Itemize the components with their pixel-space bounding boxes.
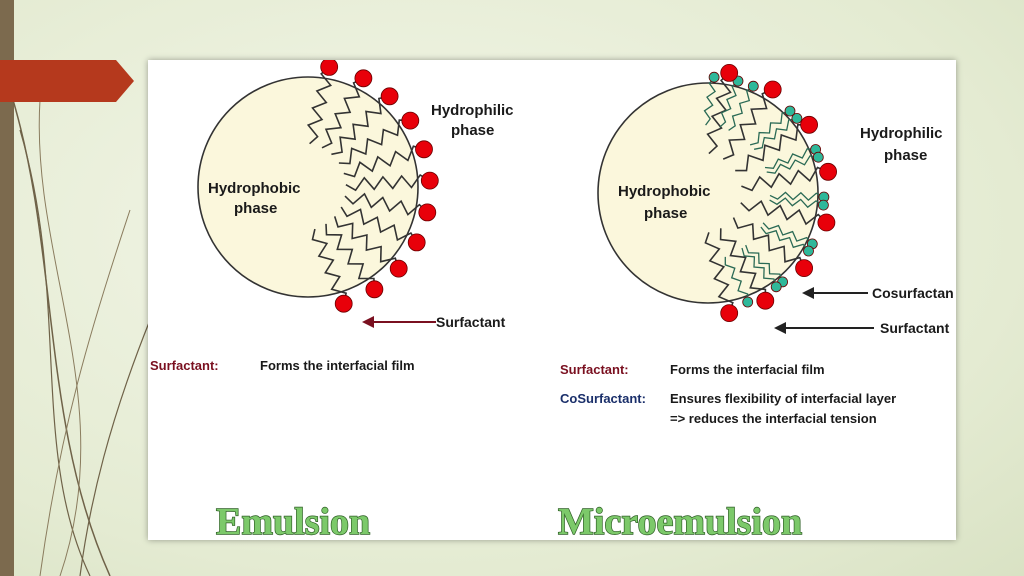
hydrophilic-label-line1: Hydrophilic — [860, 125, 943, 142]
hydrophobic-droplet — [597, 82, 819, 304]
surfactant-head — [763, 80, 782, 99]
title-arrow-shape — [0, 60, 134, 102]
surfactant-head — [817, 213, 836, 232]
cosurfactant-tail — [769, 197, 824, 209]
surfactant-tail — [321, 77, 364, 149]
cosurfactant-tail — [745, 244, 784, 283]
surfactant-tail — [719, 228, 767, 301]
surfactant-head — [380, 87, 399, 106]
surfactant-head — [819, 162, 837, 181]
surfactant-head — [720, 63, 739, 82]
definition-text: Forms the interfacial film — [260, 358, 415, 373]
cosurfactant-tail — [703, 76, 717, 126]
hydrophobic-label-line2: phase — [234, 200, 277, 217]
cosurfactant-tail — [719, 80, 739, 128]
emulsion-diagram: Hydrophilic phase Hydrophobic phase Surf… — [150, 60, 514, 540]
surfactant-head — [354, 69, 373, 88]
surfactant-tail — [735, 124, 810, 172]
cosurfactant-tail — [749, 110, 791, 146]
surfactant-head — [415, 140, 433, 159]
cosurfactant-arrow-label: Cosurfactan — [872, 285, 954, 301]
diagram-panel: Hydrophilic phase Hydrophobic phase Surf… — [148, 60, 956, 540]
cosurfactant-heads — [708, 71, 830, 308]
cosurfactant-tail — [762, 222, 813, 245]
cosurfactant-tail — [760, 226, 810, 252]
cosurfactant-head — [747, 80, 759, 92]
cosurfactant-tails — [703, 76, 825, 303]
cosurfactant-tail — [764, 148, 816, 169]
hydrophilic-label-line2: phase — [451, 122, 494, 139]
surfactant-tail — [343, 145, 425, 178]
cosurfactant-head — [742, 296, 754, 308]
hydrophobic-label-line1: Hydrophobic — [618, 183, 711, 200]
microemulsion-diagram: Hydrophilic phase Hydrophobic phase Cosu… — [557, 63, 954, 540]
surfactant-arrow-label: Surfactant — [436, 314, 506, 330]
cosurfactant-head — [784, 105, 796, 117]
surfactant-tail — [732, 217, 805, 269]
definition-term: Surfactant: — [150, 358, 219, 373]
surfactant-tails — [704, 72, 829, 314]
cosurfactant-head — [803, 245, 814, 257]
cosurfactant-head — [818, 199, 829, 211]
surfactant-head — [365, 280, 384, 299]
surfactant-tail — [331, 95, 390, 156]
surfactant-head — [389, 259, 408, 278]
surfactant-tail — [722, 88, 774, 160]
surfactant-head — [756, 291, 775, 310]
decorative-curves — [9, 89, 151, 576]
cosurfactant-head — [791, 113, 803, 124]
cosurfactant-tail — [728, 85, 754, 131]
cosurfactant-tail — [753, 117, 798, 150]
surfactant-head — [720, 304, 739, 323]
surfactant-tail — [340, 206, 418, 243]
surfactant-arrowhead — [362, 316, 374, 328]
surfactant-head — [401, 111, 420, 130]
surfactant-tails — [306, 66, 431, 304]
surfactant-head — [334, 294, 353, 313]
cosurfactant-tail — [769, 191, 825, 201]
surfactant-tail — [741, 166, 829, 192]
cosurfactant-head — [708, 71, 720, 83]
hydrophobic-droplet — [197, 76, 419, 298]
definition-term-surfactant: Surfactant: — [560, 362, 629, 377]
definition-text-surfactant: Forms the interfacial film — [670, 362, 825, 377]
surfactant-tail — [311, 228, 348, 304]
surfactant-tail — [740, 199, 827, 226]
hydrophobic-label-line1: Hydrophobic — [208, 180, 301, 197]
surfactant-arrow-label: Surfactant — [880, 320, 950, 336]
hydrophilic-label-line2: phase — [884, 147, 927, 164]
surfactant-tail — [325, 223, 376, 290]
surfactant-tail — [704, 232, 734, 314]
cosurfactant-tail — [724, 256, 749, 303]
surfactant-head — [800, 115, 818, 134]
surfactant-tail — [344, 192, 428, 216]
surfactant-heads — [320, 60, 439, 313]
hydrophilic-label-line1: Hydrophilic — [431, 102, 514, 119]
definition-text-cosurfactant-line2: => reduces the interfacial tension — [670, 411, 877, 426]
surfactant-tail — [338, 119, 411, 165]
left-accent-bar — [0, 0, 14, 576]
cosurfactant-head — [812, 151, 824, 163]
surfactant-head — [407, 233, 426, 252]
surfactant-head — [418, 203, 437, 222]
surfactant-tail — [345, 174, 431, 192]
surfactant-tail — [706, 72, 732, 155]
surfactant-head — [420, 171, 439, 190]
surfactant-arrowhead — [774, 322, 786, 334]
definition-term-cosurfactant: CoSurfactant: — [560, 391, 646, 406]
surfactant-tail — [306, 66, 333, 145]
microemulsion-title: Microemulsion — [558, 501, 802, 540]
surfactant-head — [795, 259, 813, 278]
definition-text-cosurfactant-line1: Ensures flexibility of interfacial layer — [670, 391, 896, 406]
surfactant-head — [320, 60, 339, 76]
surfactant-heads — [720, 63, 837, 323]
surfactant-tail — [333, 216, 400, 269]
emulsion-title: Emulsion — [216, 501, 370, 540]
cosurfactant-arrowhead — [802, 287, 814, 299]
hydrophobic-label-line2: phase — [644, 205, 687, 222]
cosurfactant-head — [770, 281, 782, 293]
cosurfactant-tail — [741, 247, 777, 287]
cosurfactant-tail — [766, 155, 819, 174]
